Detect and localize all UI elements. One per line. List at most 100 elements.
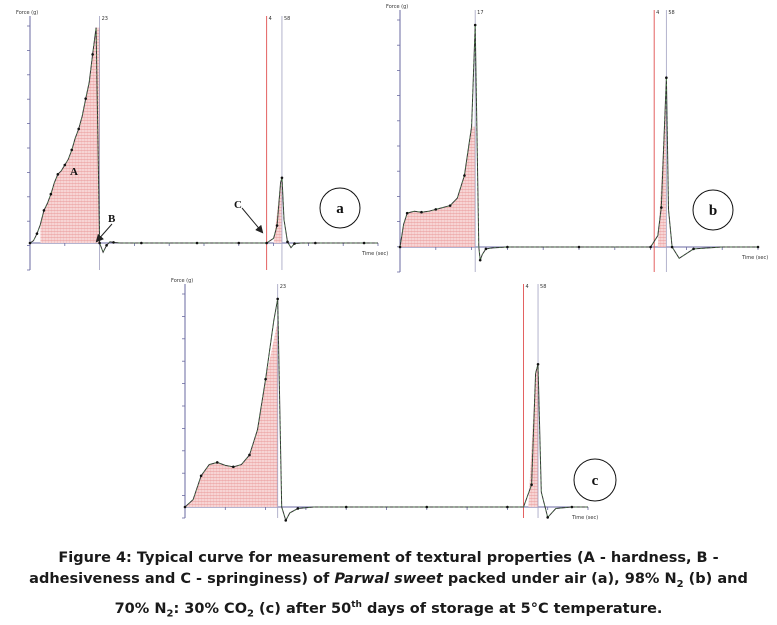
marker-label: 58: [668, 10, 674, 16]
data-point: [463, 174, 466, 177]
panel-label: c: [592, 473, 599, 489]
data-point: [42, 209, 46, 212]
marker-label: 58: [284, 16, 290, 22]
data-point: [276, 297, 279, 301]
data-point: [478, 258, 482, 262]
data-point: [546, 516, 549, 519]
annotation-arrow: [241, 207, 264, 234]
force-curve-overlay: [29, 27, 378, 253]
caption-suffix: days of storage at 5°C temperature.: [361, 600, 663, 617]
data-point: [248, 453, 251, 457]
data-point: [112, 241, 115, 244]
marker-label: 4: [656, 10, 659, 16]
y-axis-label: Force (g): [16, 10, 38, 16]
data-point: [56, 173, 60, 176]
data-point: [530, 483, 533, 487]
data-point: [314, 241, 317, 245]
caption-sup1: th: [351, 599, 362, 610]
marker-label: 23: [102, 16, 108, 22]
data-point: [28, 241, 32, 245]
data-point: [183, 505, 187, 509]
panel-label-circle: [692, 189, 734, 231]
caption-prefix: Figure 4: Typical curve for measurement …: [29, 550, 719, 587]
marker-label: 23: [280, 284, 286, 290]
marker-label: 17: [477, 10, 483, 16]
data-point: [232, 465, 235, 469]
panel-label-circle: [573, 458, 617, 502]
data-point: [140, 241, 143, 245]
data-point: [77, 127, 81, 131]
data-point: [420, 210, 423, 214]
caption-italic: Parwal sweet: [334, 571, 443, 587]
data-point: [49, 192, 53, 196]
data-point: [506, 505, 509, 509]
marker-label: 4: [526, 284, 529, 290]
force-curve-overlay: [184, 298, 588, 522]
data-point: [692, 247, 695, 251]
data-point: [434, 208, 438, 211]
panel-label: b: [709, 203, 717, 219]
data-point: [195, 241, 199, 245]
data-point: [91, 53, 94, 56]
data-point: [756, 245, 760, 249]
data-point: [84, 97, 87, 100]
marker-label: 58: [540, 284, 546, 290]
data-point: [35, 232, 39, 235]
data-point: [105, 244, 108, 247]
data-point: [265, 241, 268, 245]
annotation-label: B: [108, 213, 116, 225]
data-point: [296, 507, 300, 510]
caption-mid1: packed under air (a), 98% N: [442, 571, 677, 587]
annotation-label: C: [234, 199, 242, 211]
data-point: [293, 242, 296, 245]
peak1-area: [400, 126, 476, 247]
data-point: [398, 245, 402, 249]
data-point: [670, 245, 674, 249]
panel-label: a: [336, 201, 344, 217]
annotation-label: A: [70, 166, 78, 178]
caption-mid3: : 30% CO: [173, 600, 248, 617]
caption-sub3: 2: [247, 608, 254, 620]
data-point: [506, 245, 509, 249]
data-point: [660, 206, 663, 209]
x-axis-label: Time (sec): [741, 255, 768, 261]
data-point: [275, 224, 279, 227]
peak1-area: [40, 27, 100, 244]
data-point: [665, 76, 668, 80]
data-point: [98, 241, 101, 245]
data-point: [264, 377, 267, 381]
x-axis-label: Time (sec): [361, 251, 388, 257]
peak2-area: [657, 77, 667, 247]
data-point: [649, 245, 652, 249]
data-point: [448, 204, 452, 207]
data-point: [484, 247, 488, 251]
data-point: [280, 176, 284, 180]
data-point: [237, 241, 241, 245]
data-point: [536, 362, 540, 366]
data-point: [405, 211, 409, 215]
data-point: [577, 245, 581, 249]
data-point: [70, 148, 74, 152]
annotation-arrow: [95, 223, 113, 243]
chart-panel-c: 23 4 58 Force (g) Time (sec) c: [171, 278, 617, 522]
data-point: [473, 23, 477, 27]
y-axis-label: Force (g): [386, 4, 408, 10]
figure-caption: Figure 4: Typical curve for measurement …: [20, 548, 757, 625]
panel-label-circle: [319, 187, 361, 229]
caption-mid4: (c) after 50: [254, 600, 352, 617]
y-axis-label: Force (g): [171, 278, 193, 284]
caption-sub1: 2: [676, 578, 684, 590]
data-point: [215, 461, 219, 464]
data-point: [570, 505, 574, 509]
chart-panel-b: 17 4 58 Force (g) Time (sec) b: [386, 4, 768, 273]
data-point: [286, 240, 289, 244]
data-point: [199, 474, 203, 478]
peak1-area: [185, 321, 278, 507]
data-point: [362, 241, 366, 245]
x-axis-label: Time (sec): [571, 515, 598, 521]
data-point: [344, 505, 348, 509]
data-point: [63, 163, 67, 167]
data-point: [284, 519, 288, 522]
